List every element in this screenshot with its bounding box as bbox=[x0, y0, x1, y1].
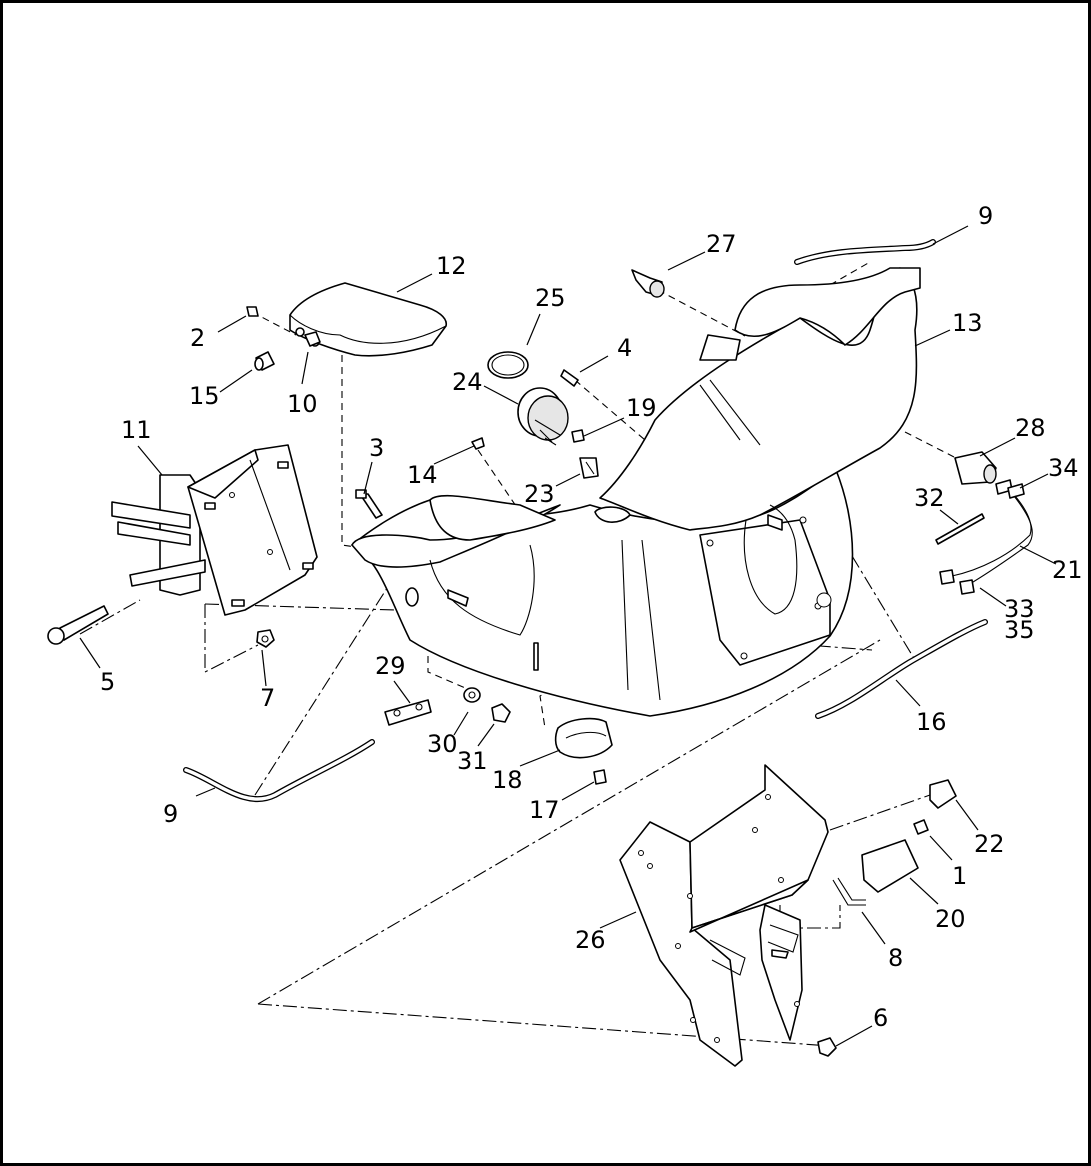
part-5-bolt bbox=[47, 605, 109, 645]
callout-4: 4 bbox=[617, 334, 632, 362]
part-1-screw bbox=[913, 819, 929, 835]
part-28-connector bbox=[954, 451, 997, 485]
callout-17: 17 bbox=[529, 796, 560, 824]
exploded-view-drawing: 9 27 12 25 13 4 2 24 15 10 19 28 11 3 34… bbox=[47, 202, 1083, 1067]
callout-32: 32 bbox=[914, 484, 945, 512]
callout-25: 25 bbox=[535, 284, 566, 312]
callout-35: 35 bbox=[1004, 616, 1035, 644]
callout-labels: 9 27 12 25 13 4 2 24 15 10 19 28 11 3 34… bbox=[100, 202, 1083, 1032]
part-11-left-mount bbox=[111, 444, 318, 616]
callout-9-lower: 9 bbox=[163, 800, 178, 828]
callout-33: 33 bbox=[1004, 595, 1035, 623]
leader-lines bbox=[79, 225, 1057, 1047]
part-32-cable-tie bbox=[935, 513, 985, 545]
callout-7: 7 bbox=[260, 684, 275, 712]
callout-27: 27 bbox=[706, 230, 737, 258]
callout-18: 18 bbox=[492, 766, 523, 794]
callout-24: 24 bbox=[452, 368, 483, 396]
part-4-screw bbox=[560, 369, 579, 387]
part-16-hose bbox=[815, 619, 988, 719]
callout-3: 3 bbox=[369, 434, 384, 462]
callout-11: 11 bbox=[121, 416, 152, 444]
part-26-mounting-bracket bbox=[619, 764, 829, 1067]
part-29-plate bbox=[384, 699, 432, 726]
callout-28: 28 bbox=[1015, 414, 1046, 442]
callout-8: 8 bbox=[888, 944, 903, 972]
part-8-clip bbox=[832, 877, 866, 906]
callout-12: 12 bbox=[436, 252, 467, 280]
callout-19: 19 bbox=[626, 394, 657, 422]
callout-23: 23 bbox=[524, 480, 555, 508]
part-10-fastener bbox=[304, 331, 321, 347]
callout-2: 2 bbox=[190, 324, 205, 352]
callout-26: 26 bbox=[575, 926, 606, 954]
callout-9-upper: 9 bbox=[978, 202, 993, 230]
part-2-screw bbox=[246, 306, 259, 317]
part-7-nut bbox=[256, 629, 275, 648]
callout-22: 22 bbox=[974, 830, 1005, 858]
part-30-washer bbox=[463, 687, 481, 703]
callout-29: 29 bbox=[375, 652, 406, 680]
callout-6: 6 bbox=[873, 1004, 888, 1032]
part-9-hose-lower bbox=[183, 739, 375, 803]
part-6-nut bbox=[817, 1037, 837, 1057]
part-22-relay bbox=[929, 779, 957, 809]
callout-30: 30 bbox=[427, 730, 458, 758]
part-27-grommet bbox=[631, 269, 665, 298]
part-24-gauge bbox=[517, 387, 569, 446]
callout-15: 15 bbox=[189, 382, 220, 410]
callout-10: 10 bbox=[287, 390, 318, 418]
part-20-cover bbox=[861, 839, 919, 893]
part-17-plug bbox=[593, 769, 607, 785]
callout-13: 13 bbox=[952, 309, 983, 337]
callout-1: 1 bbox=[952, 862, 967, 890]
part-14-pin bbox=[471, 437, 485, 450]
callout-21: 21 bbox=[1052, 556, 1083, 584]
part-18-boot bbox=[554, 717, 613, 759]
part-9-hose-upper bbox=[794, 239, 936, 265]
part-31-nut bbox=[491, 703, 511, 723]
part-23-socket bbox=[579, 457, 599, 479]
callout-34: 34 bbox=[1048, 454, 1079, 482]
callout-14: 14 bbox=[407, 461, 438, 489]
part-13-main-cover bbox=[351, 267, 921, 717]
part-19-bulb bbox=[571, 429, 585, 443]
part-21-wiring-harness bbox=[939, 479, 1033, 595]
callout-5: 5 bbox=[100, 668, 115, 696]
part-3-bolt bbox=[355, 489, 383, 519]
part-15-bushing bbox=[254, 351, 275, 371]
part-25-o-ring bbox=[487, 351, 529, 379]
callout-31: 31 bbox=[457, 747, 488, 775]
callout-16: 16 bbox=[916, 708, 947, 736]
callout-20: 20 bbox=[935, 905, 966, 933]
